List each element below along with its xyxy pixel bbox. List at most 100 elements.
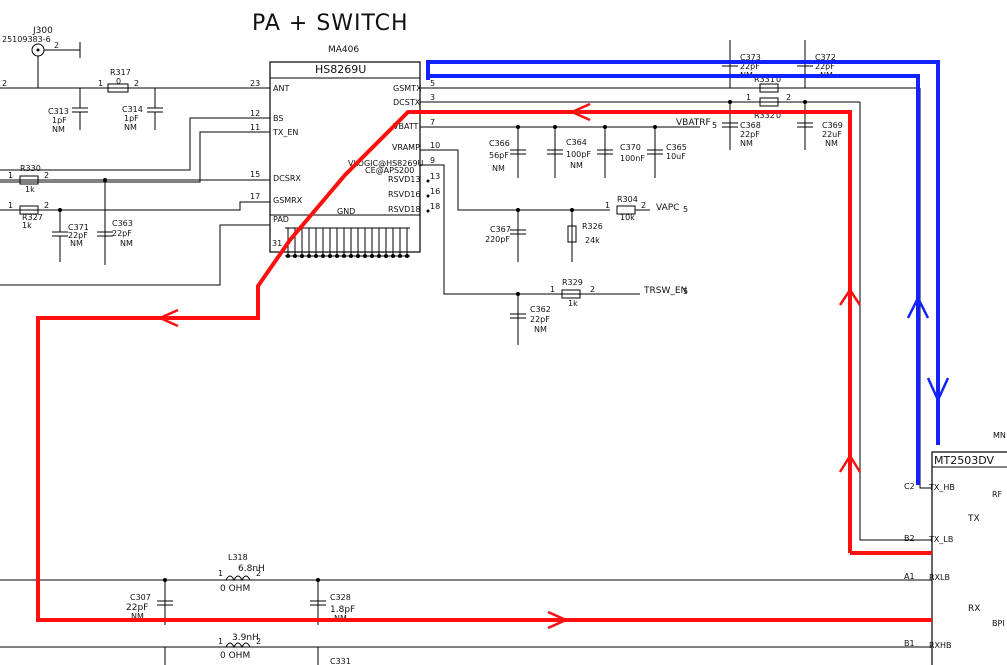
capacitor-c367: C367 220pF [485,208,526,262]
svg-text:C364: C364 [566,138,587,147]
svg-text:RSVD18: RSVD18 [388,205,420,214]
svg-text:1k: 1k [25,185,35,194]
svg-text:B1: B1 [904,639,915,648]
svg-text:R317: R317 [110,68,131,77]
svg-text:R331: R331 [754,75,775,84]
svg-text:3.9nH: 3.9nH [232,633,259,643]
svg-text:J300: J300 [32,26,53,36]
svg-text:2: 2 [134,79,139,88]
svg-text:TX: TX [967,514,980,524]
svg-text:NM: NM [52,125,65,134]
svg-text:C370: C370 [620,143,641,152]
svg-text:5: 5 [712,121,717,130]
svg-text:22pF: 22pF [68,231,88,240]
svg-text:NM: NM [120,239,133,248]
svg-text:NM: NM [534,325,547,334]
capacitor-c362: C362 22pF NM [510,292,551,345]
svg-text:MA406: MA406 [328,45,359,55]
svg-text:DCSTX: DCSTX [393,98,421,107]
svg-text:NM: NM [70,239,83,248]
svg-text:B2: B2 [904,534,915,543]
svg-text:R329: R329 [562,278,583,287]
svg-text:GSMRX: GSMRX [273,196,303,205]
svg-text:GND: GND [337,207,355,216]
capacitor-c365: C370 100nF [597,125,645,178]
svg-text:0: 0 [776,111,781,120]
svg-text:1: 1 [218,637,223,646]
svg-text:24k: 24k [585,236,600,245]
svg-text:RSVD13: RSVD13 [388,175,420,184]
red-arrow-left-mid [156,308,179,328]
svg-text:22pF: 22pF [530,315,550,324]
svg-text:22uF: 22uF [822,130,842,139]
svg-text:C328: C328 [330,593,351,602]
svg-text:TRSW_EN: TRSW_EN [643,286,687,296]
svg-text:C369: C369 [822,121,843,130]
resistor-r326: R326 24k [567,208,603,262]
svg-text:MN: MN [993,431,1006,440]
capacitor-c364: C366 56pF NM [489,125,526,178]
svg-text:1k: 1k [22,221,32,230]
svg-text:DCSRX: DCSRX [273,174,301,183]
svg-text:31: 31 [272,239,282,248]
svg-text:3: 3 [430,93,435,102]
capacitor-c370: C364 100pF NM [547,125,591,178]
svg-text:5: 5 [683,287,688,296]
capacitor-c368: C368 22pF NM [722,100,761,150]
svg-text:1: 1 [8,201,13,210]
svg-text:0: 0 [776,75,781,84]
svg-text:17: 17 [250,192,260,201]
svg-text:MT2503DV: MT2503DV [934,454,994,467]
svg-text:C368: C368 [740,121,761,130]
rf-chip-mt2503: MN MT2503DV C2 TX_HB B2 TX_LB A1 RXLB B1… [904,431,1007,665]
svg-text:1pF: 1pF [52,116,67,125]
red-arrow-up-2 [838,453,862,473]
svg-text:1: 1 [746,93,751,102]
connector-j300: J300 25109383-6 2 [2,26,81,88]
svg-text:GSMTX: GSMTX [393,84,422,93]
svg-text:2: 2 [44,201,49,210]
svg-text:TX_HB: TX_HB [928,483,955,492]
svg-text:NM: NM [124,123,137,132]
svg-text:C363: C363 [112,219,133,228]
svg-text:12: 12 [250,109,260,118]
red-signal-path [36,110,852,622]
svg-text:BPI: BPI [992,619,1005,628]
svg-text:RX: RX [968,604,980,614]
svg-text:2: 2 [786,93,791,102]
svg-text:VAPC: VAPC [656,203,679,213]
svg-text:CE@APS200: CE@APS200 [365,166,414,175]
svg-text:VBATT: VBATT [393,122,419,131]
svg-text:VRAMP: VRAMP [392,143,420,152]
svg-text:C362: C362 [530,305,551,314]
blue-arrow-up [906,295,930,319]
pa-chip-hs8269u: MA406 HS8269U ANT BS TX_EN DCSRX GSMRX P… [269,45,424,258]
svg-text:C367: C367 [490,225,511,234]
svg-text:1: 1 [98,79,103,88]
svg-text:VLOGIC@HS8269U: VLOGIC@HS8269U [348,159,424,168]
svg-text:C365: C365 [666,143,687,152]
svg-text:2: 2 [44,171,49,180]
svg-text:R304: R304 [617,195,638,204]
svg-text:NM: NM [570,161,583,170]
svg-text:15: 15 [250,170,260,179]
svg-text:C313: C313 [48,107,69,116]
svg-text:C331: C331 [330,657,351,665]
svg-text:5: 5 [683,205,688,214]
svg-text:PAD: PAD [273,215,289,224]
svg-text:18: 18 [430,202,440,211]
svg-text:RXHB: RXHB [929,641,952,650]
svg-text:RXLB: RXLB [929,573,950,582]
capacitor-c369: C365 10uF [647,125,687,178]
resistor-r330: R330 1k 1 2 [8,164,49,194]
svg-text:1: 1 [8,171,13,180]
svg-text:22pF: 22pF [126,603,148,613]
capacitor-c314: C314 1pF NM [122,88,163,132]
svg-text:56pF: 56pF [489,151,509,160]
svg-text:R330: R330 [20,164,41,173]
svg-text:R326: R326 [582,222,603,231]
svg-text:C366: C366 [489,139,510,148]
